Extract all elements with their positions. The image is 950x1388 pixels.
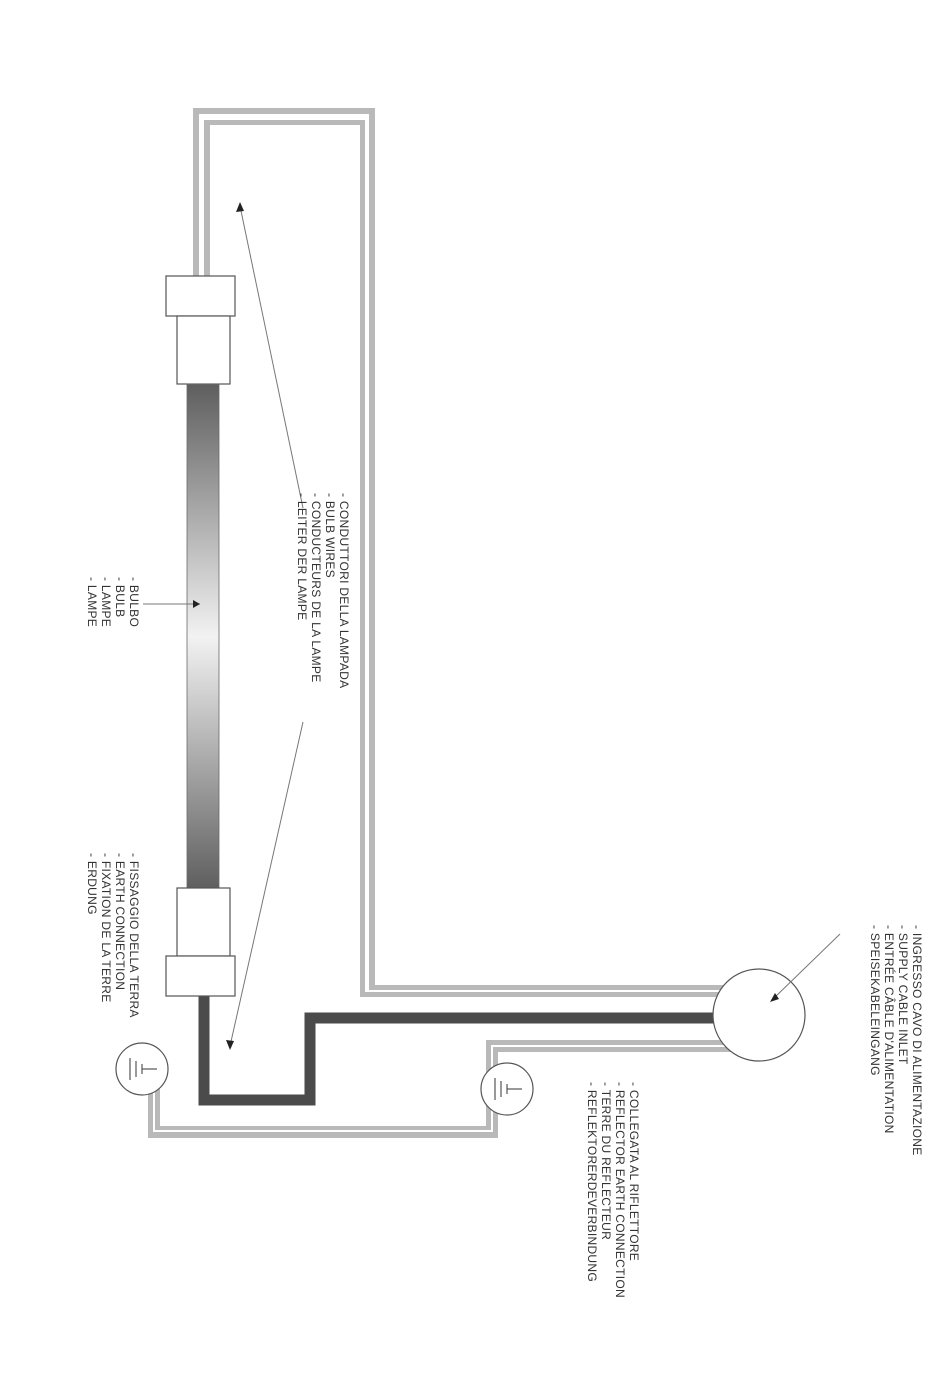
upper-lamp-holder xyxy=(165,275,236,385)
label-bulb-line-2: - BULB xyxy=(113,577,127,617)
label-reflector-earth-line-2: - REFLECTOR EARTH CONNECTION xyxy=(613,1082,627,1298)
label-reflector-earth-line-4: - REFLEKTORERDEVERBINDUNG xyxy=(585,1082,599,1282)
label-reflector-earth-line-1: - COLLEGATA AL RIFLETTORE xyxy=(627,1082,641,1261)
leader-lines xyxy=(143,205,841,1047)
label-bulb-wires-line-2: - BULB WIRES xyxy=(323,493,337,578)
label-bulb-wires-line-1: - CONDUTTORI DELLA LAMPADA xyxy=(337,493,351,688)
label-bulb-line-3: - LAMPE xyxy=(99,577,113,627)
label-earth-connection-line-3: - FIXATION DE LA TERRE xyxy=(99,853,113,1003)
label-supply-cable-inlet-line-3: - ENTRÉE CÂBLE D'ALIMENTATION xyxy=(882,925,897,1134)
label-supply-cable-inlet-line-1: - INGRESSO CAVO DI ALIMENTAZIONE xyxy=(910,925,924,1156)
arrowhead-icon xyxy=(193,202,779,1050)
label-bulb: - BULBO - BULB - LAMPE - LAMPE xyxy=(85,577,141,627)
lower-lamp-holder xyxy=(165,887,236,997)
reflector-earth-icon xyxy=(480,1062,534,1116)
bulb-wire-casing xyxy=(193,108,747,997)
bulb-tube xyxy=(187,384,219,890)
reflector-earth-wire xyxy=(148,1040,747,1138)
label-reflector-earth: - COLLEGATA AL RIFLETTORE - REFLECTOR EA… xyxy=(585,1082,641,1298)
label-supply-cable-inlet-line-4: - SPEISEKABELEINGANG xyxy=(868,925,882,1076)
label-bulb-line-1: - BULBO xyxy=(127,577,141,627)
label-bulb-line-4: - LAMPE xyxy=(85,577,99,627)
label-bulb-wires-line-4: - LEITER DER LAMPE xyxy=(295,493,309,620)
label-earth-connection: - FISSAGGIO DELLA TERRA - EARTH CONNECTI… xyxy=(85,853,141,1018)
label-reflector-earth-line-3: - TERRE DU REFLECTEUR xyxy=(599,1082,613,1240)
label-earth-connection-line-1: - FISSAGGIO DELLA TERRA xyxy=(127,853,141,1018)
label-supply-cable-inlet-line-2: - SUPPLY CABLE INLET xyxy=(896,925,910,1065)
dark-conductor-wire xyxy=(198,996,747,1106)
label-earth-connection-line-2: - EARTH CONNECTION xyxy=(113,853,127,990)
label-supply-cable-inlet: - INGRESSO CAVO DI ALIMENTAZIONE - SUPPL… xyxy=(868,925,924,1156)
label-bulb-wires-line-3: - CONDUCTEURS DE LA LAMPE xyxy=(309,493,323,683)
supply-inlet-circle xyxy=(712,968,806,1062)
label-bulb-wires: - CONDUTTORI DELLA LAMPADA - BULB WIRES … xyxy=(295,493,351,688)
earth-ground-icon xyxy=(115,1042,169,1096)
label-earth-connection-line-4: - ERDUNG xyxy=(85,853,99,915)
